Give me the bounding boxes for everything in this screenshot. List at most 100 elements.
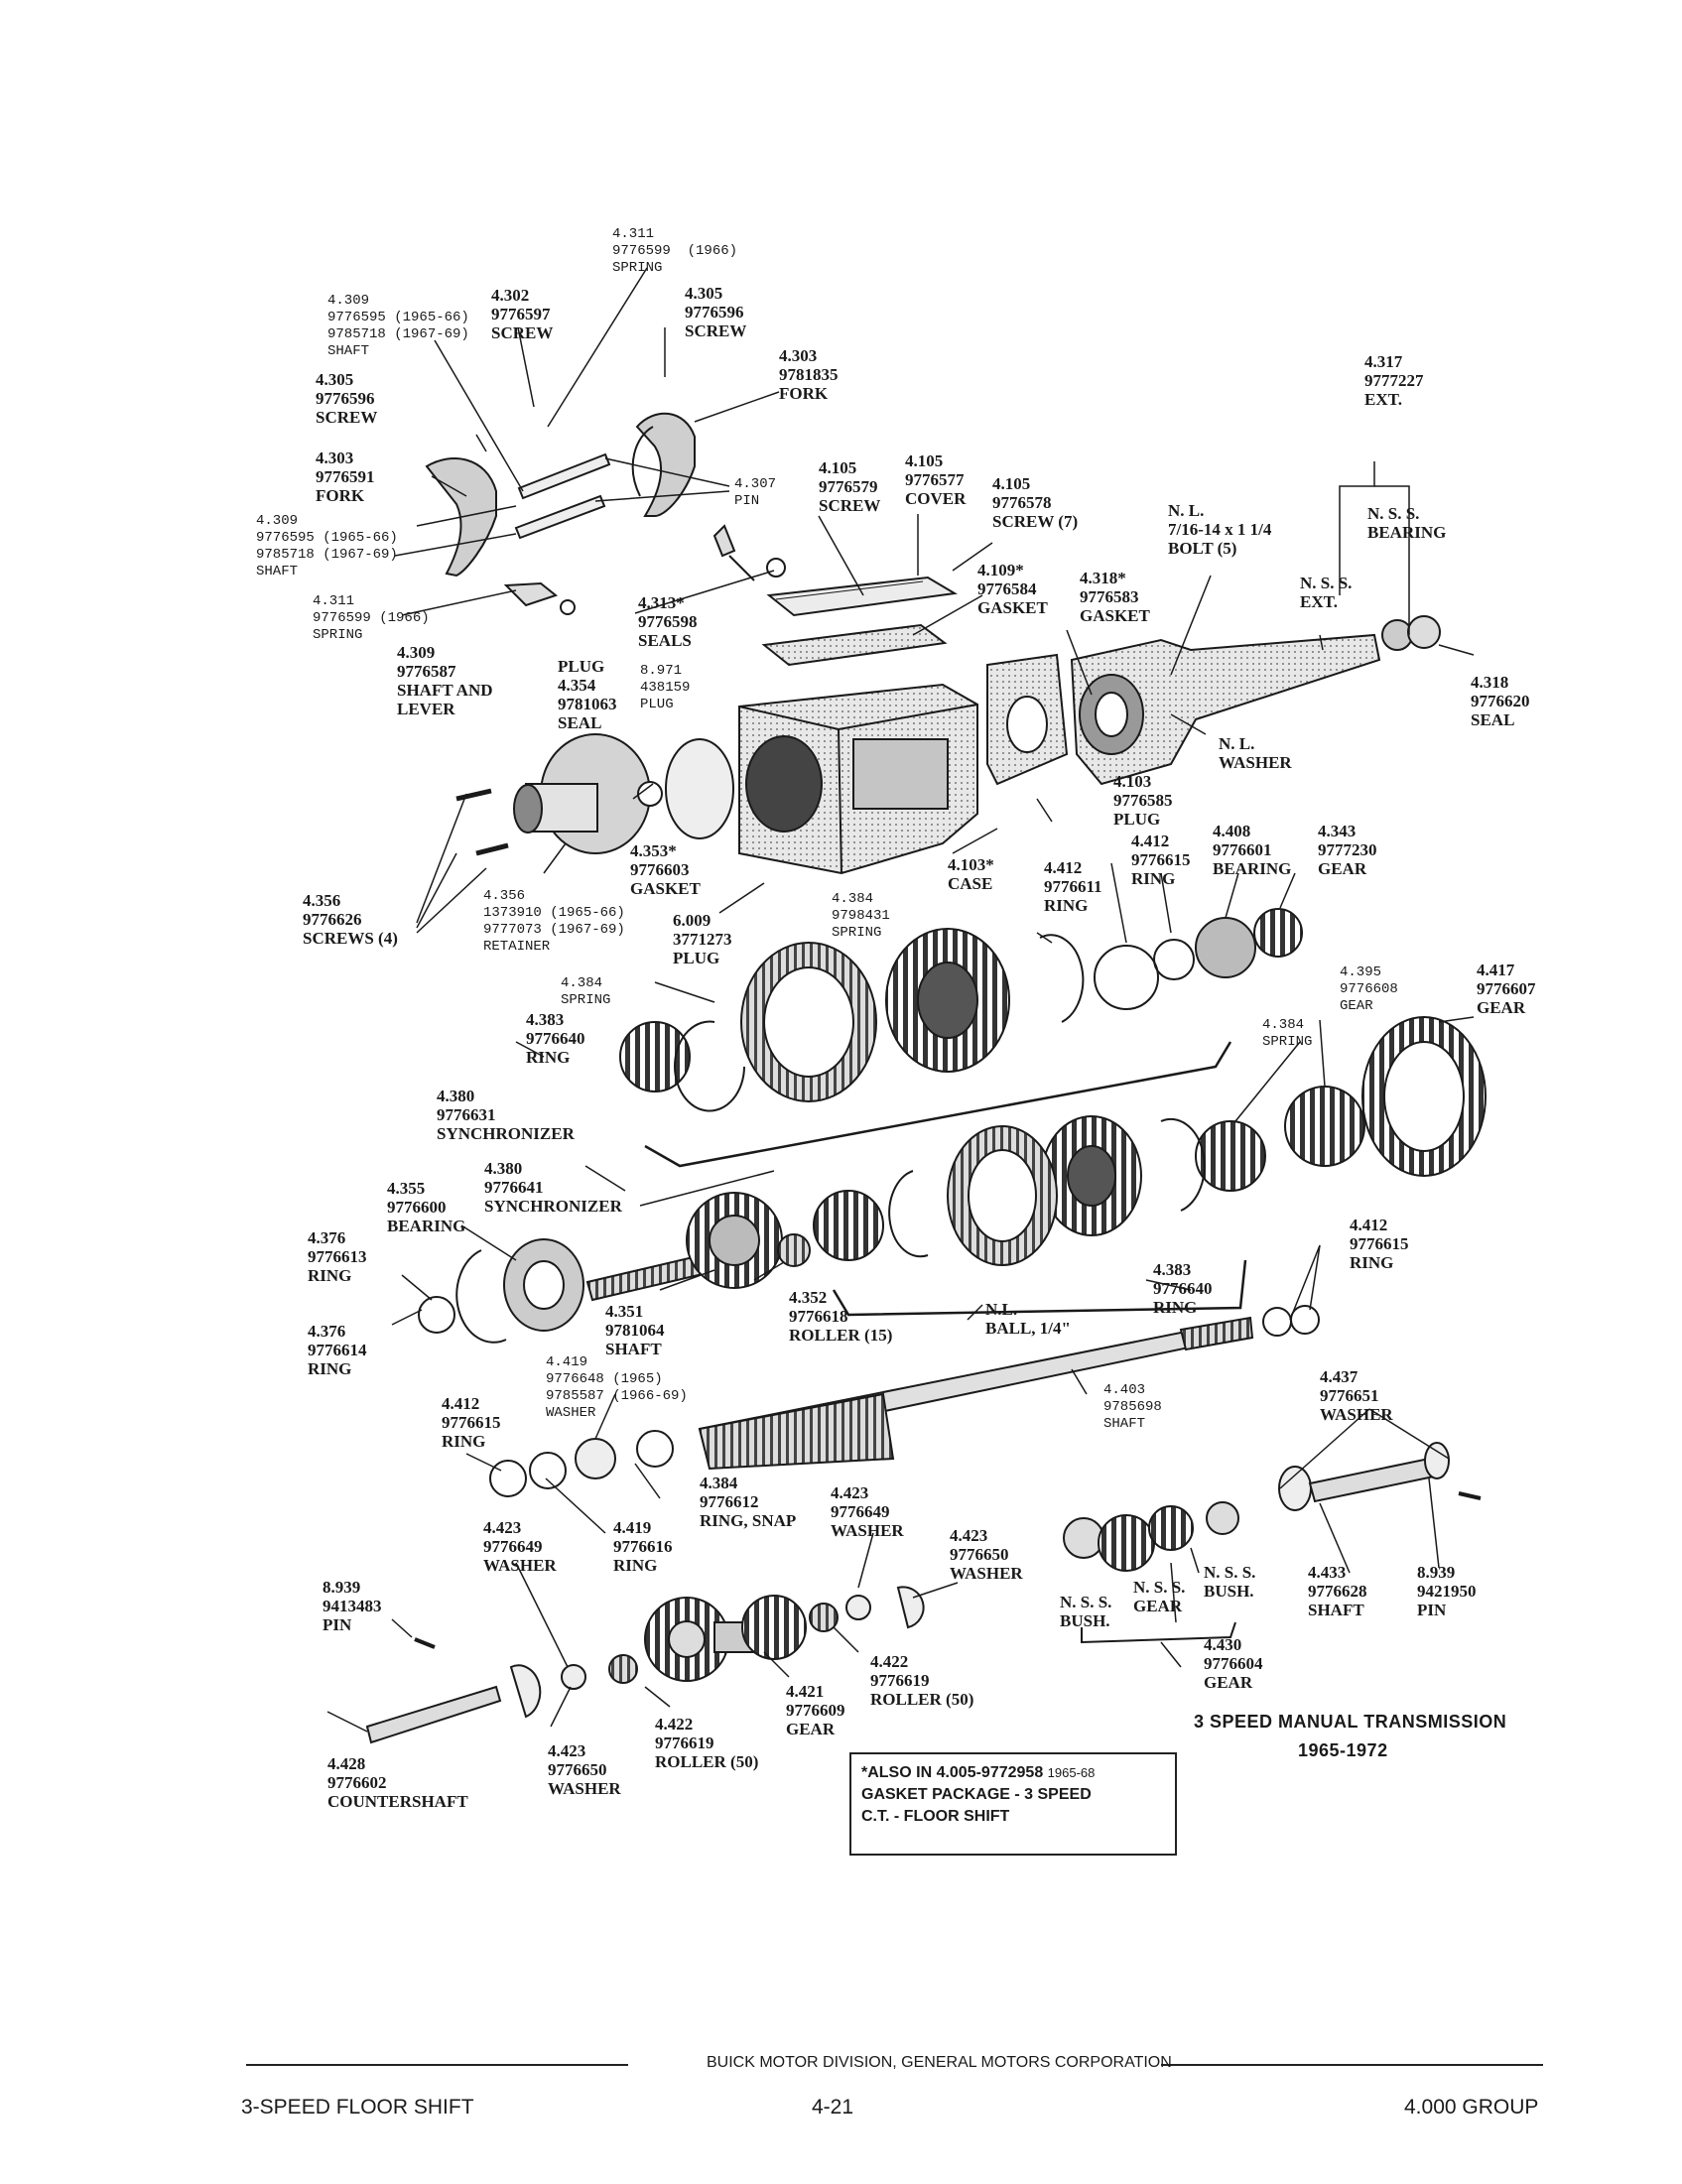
- reverse-idler-gear: [1063, 1501, 1239, 1572]
- diagram-years: 1965-1972: [1298, 1740, 1388, 1760]
- extension-housing: [1070, 633, 1381, 786]
- gear-rear-small: [1253, 908, 1303, 958]
- synchronizer-sleeve-1: [740, 942, 877, 1102]
- synchronizer-sleeve-2: [947, 1125, 1058, 1266]
- countershaft: [365, 1664, 542, 1744]
- cluster-washer-rear-2: [896, 1586, 925, 1629]
- synchronizer-hub-1: [885, 928, 1010, 1073]
- main-shaft: [698, 1316, 1254, 1471]
- countershaft-pin: [414, 1637, 436, 1649]
- shaft-and-lever: [503, 524, 755, 607]
- gear-second-small: [1284, 1086, 1365, 1167]
- diagram-title: 3 SPEED MANUAL TRANSMISSION: [1194, 1712, 1507, 1732]
- gasket-note-years: 1965-68: [1047, 1765, 1096, 1780]
- footer-left-title: 3-SPEED FLOOR SHIFT: [241, 2096, 474, 2119]
- cluster-gear: [644, 1595, 807, 1682]
- cover: [766, 576, 958, 617]
- shift-shaft-lower: [514, 494, 606, 540]
- snap-ring-main: [636, 1430, 674, 1468]
- footer-group: 4.000 GROUP: [1404, 2096, 1539, 2119]
- callout-4103-case: 4.103*CASE: [948, 855, 994, 893]
- gasket-package-note: *ALSO IN 4.005-9772958 1965-68 GASKET PA…: [849, 1752, 1177, 1856]
- sync-spring-row2-front: [888, 1170, 929, 1258]
- bearing-rear: [1195, 917, 1256, 978]
- front-snap-ring-small: [418, 1296, 455, 1334]
- callout-nl-ball: N.L.BALL, 1/4": [985, 1300, 1071, 1338]
- sync-spring-row2: [1160, 1117, 1206, 1212]
- seal-small-2: [560, 599, 576, 615]
- reverse-idler-shaft: [1278, 1442, 1450, 1511]
- sync-spring-front: [674, 1020, 745, 1112]
- shaft-ring-rear-2: [1290, 1305, 1320, 1335]
- shift-shaft-upper: [517, 452, 611, 500]
- cluster-roller-front: [608, 1654, 638, 1684]
- callout-nss-ext: N. S. S.EXT.: [1300, 574, 1353, 611]
- gear-second-large: [1361, 1016, 1487, 1177]
- sync-ring-row2-front: [813, 1190, 884, 1261]
- footer-company: BUICK MOTOR DIVISION, GENERAL MOTORS COR…: [707, 2054, 1172, 2071]
- retainer-gasket: [665, 738, 734, 839]
- extension-seal: [1407, 615, 1441, 649]
- sync-spring-rear: [1039, 934, 1085, 1023]
- callout-nss-bearing: N. S. S.BEARING: [1367, 504, 1447, 542]
- footer-page-number: 4-21: [812, 2096, 854, 2119]
- cluster-washer-rear-1: [845, 1595, 871, 1620]
- synchronizer-bracket-2: [832, 1259, 1247, 1317]
- retainer-seal: [637, 781, 663, 807]
- cluster-roller-rear: [809, 1603, 839, 1632]
- front-ring-2: [529, 1452, 567, 1489]
- idler-pin: [1458, 1491, 1482, 1500]
- roller-bearing-pilot: [777, 1233, 811, 1267]
- gasket-note-line2: GASKET PACKAGE - 3 SPEED: [861, 1786, 1092, 1803]
- extension-gasket: [986, 653, 1069, 786]
- callout-nss-gear: N. S. S.GEAR: [1133, 1578, 1186, 1615]
